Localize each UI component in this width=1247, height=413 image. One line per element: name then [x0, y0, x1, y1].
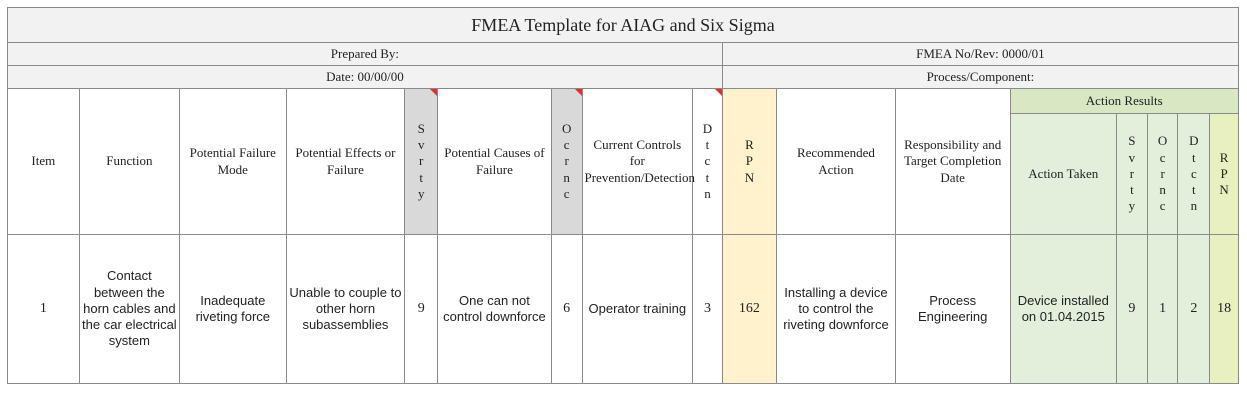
fmea-table: FMEA Template for AIAG and Six Sigma Pre…	[7, 7, 1240, 384]
cell-severity-2: 9	[1116, 234, 1148, 384]
header-effects: Potential Effects or Failure	[285, 88, 406, 235]
header-failure-mode: Potential Failure Mode	[179, 88, 287, 235]
cell-rpn-2: 18	[1209, 234, 1239, 384]
cell-occurrence: 6	[550, 234, 583, 384]
cell-function: Contact between the horn cables and the …	[78, 234, 181, 384]
header-item: Item	[7, 88, 80, 235]
table-title: FMEA Template for AIAG and Six Sigma	[7, 7, 1239, 43]
cell-action-taken: Device installed on 01.04.2015	[1009, 234, 1118, 384]
header-controls: Current Controls for Prevention/Detectio…	[581, 88, 695, 235]
cell-occurrence-2: 1	[1146, 234, 1179, 384]
cell-detection-2: 2	[1177, 234, 1211, 384]
fmea-no-label: FMEA No/Rev: 0000/01	[721, 42, 1240, 66]
cell-severity: 9	[404, 234, 439, 384]
header-function: Function	[78, 88, 181, 235]
table-row: 1 Contact between the horn cables and th…	[7, 234, 1239, 384]
cell-item: 1	[7, 234, 80, 384]
cell-responsibility: Process Engineering	[894, 234, 1011, 384]
cell-recommended-action: Installing a device to control the rivet…	[776, 234, 896, 384]
cell-detection: 3	[692, 234, 723, 384]
header-responsibility: Responsibility and Target Completion Dat…	[894, 88, 1011, 235]
cell-controls: Operator training	[581, 234, 694, 384]
header-action-results: Action Results	[1009, 88, 1240, 114]
cell-effects: Unable to couple to other horn subassemb…	[285, 234, 406, 384]
cell-failure-mode: Inadequate riveting force	[179, 234, 287, 384]
header-recommended-action: Recommended Action	[776, 88, 896, 235]
process-component-label: Process/Component:	[721, 65, 1240, 89]
cell-causes: One can not control downforce	[437, 234, 552, 384]
cell-rpn: 162	[721, 234, 778, 384]
header-action-taken: Action Taken	[1009, 113, 1118, 235]
prepared-by-label: Prepared By:	[7, 42, 723, 66]
date-label: Date: 00/00/00	[7, 65, 723, 89]
header-causes: Potential Causes of Failure	[437, 88, 552, 235]
